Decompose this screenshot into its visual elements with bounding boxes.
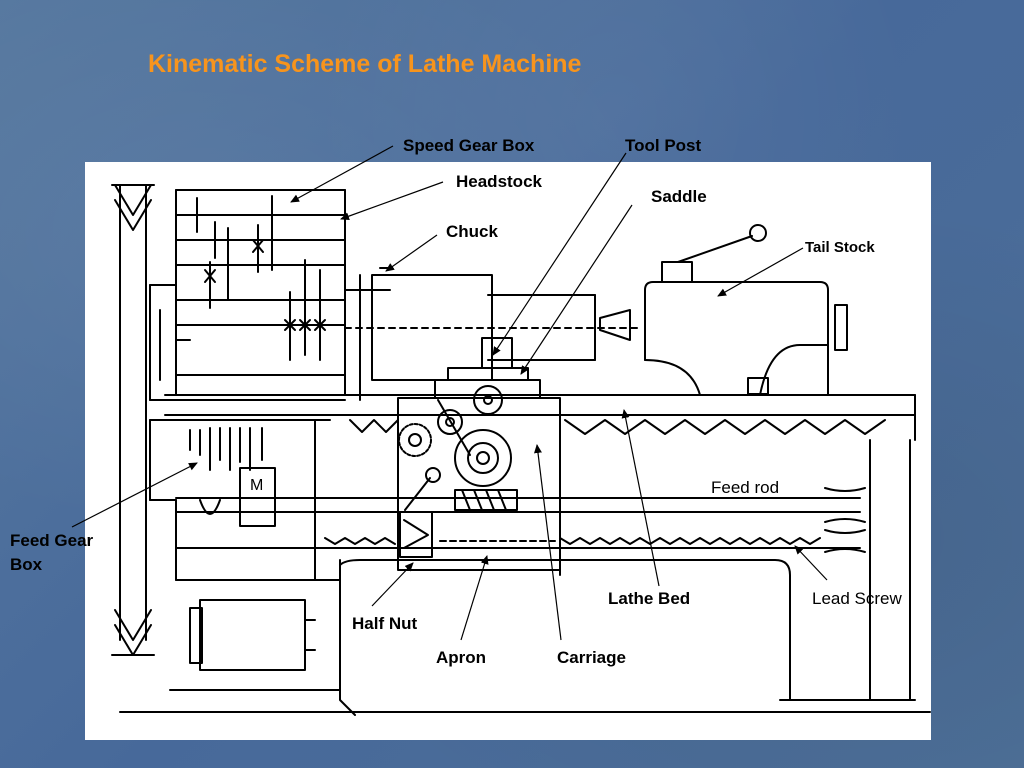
leader-saddle — [520, 204, 633, 375]
label-feed-gear-box: Feed Gear Box — [10, 531, 94, 574]
tailstock-drawing — [599, 224, 848, 396]
bed-legs — [119, 439, 931, 716]
leader-lead-screw — [794, 545, 828, 581]
leader-chuck — [385, 234, 438, 272]
leader-apron — [460, 555, 489, 641]
label-lead-screw: Lead Screw — [812, 589, 902, 608]
feed-gearbox-drawing: M — [149, 419, 341, 691]
label-tool-post: Tool Post — [625, 136, 702, 155]
leader-tool-post — [492, 152, 627, 356]
drive-belt — [111, 184, 155, 656]
leader-half-nut — [371, 562, 414, 607]
label-apron: Apron — [436, 648, 487, 667]
label-half-nut: Half Nut — [352, 614, 418, 633]
leader-carriage — [534, 444, 562, 641]
chuck-drawing — [344, 267, 641, 381]
label-speed-gear-box: Speed Gear Box — [403, 136, 535, 155]
label-headstock: Headstock — [456, 172, 542, 191]
lathe-bed-drawing — [164, 394, 916, 441]
label-feed-rod: Feed rod — [711, 478, 780, 497]
leader-headstock — [340, 181, 444, 221]
label-chuck: Chuck — [446, 222, 498, 241]
label-tail-stock: Tail Stock — [805, 239, 875, 256]
feed-gearbox-mark: M — [250, 477, 263, 494]
leader-feed-gear-box — [71, 462, 198, 528]
leader-speed-gear-box — [290, 145, 394, 203]
slide-title: Kinematic Scheme of Lathe Machine — [148, 50, 582, 78]
label-lathe-bed: Lathe Bed — [608, 589, 691, 608]
leader-lathe-bed — [621, 409, 660, 587]
carriage-drawing — [397, 337, 561, 571]
label-saddle: Saddle — [651, 187, 707, 206]
feed-rod-and-lead-screw — [175, 487, 866, 553]
label-carriage: Carriage — [557, 648, 626, 667]
leader-tail-stock — [717, 247, 804, 297]
headstock-housing — [149, 189, 391, 401]
